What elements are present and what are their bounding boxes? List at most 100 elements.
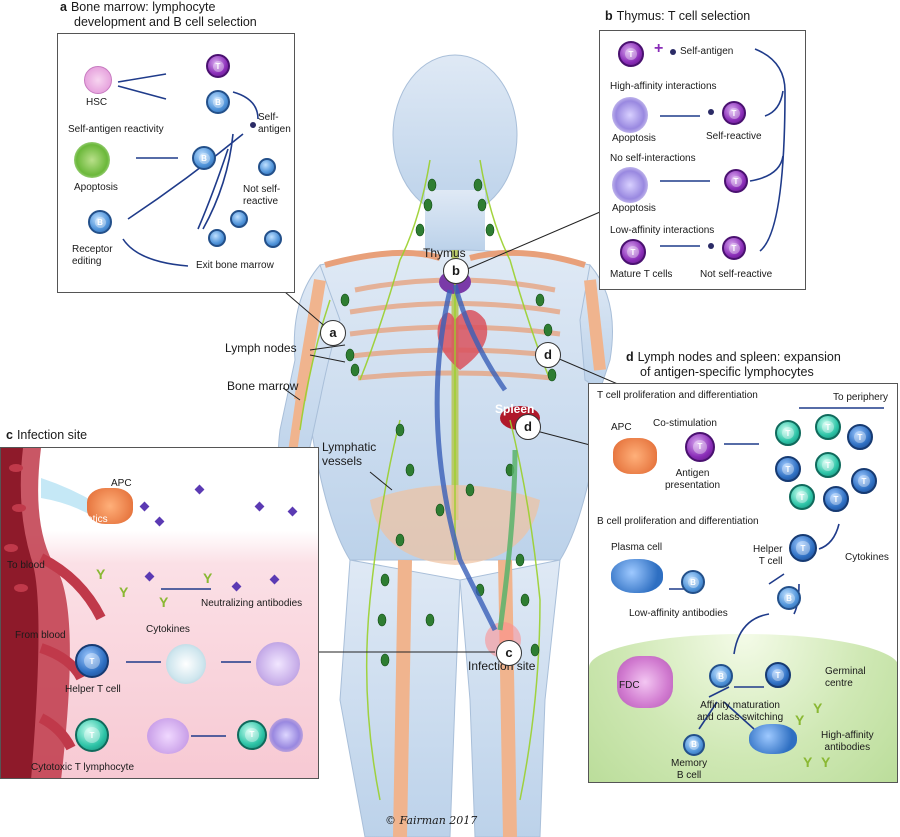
high-affinity-line1: High-affinity: [821, 730, 874, 741]
not-self-reactive-t-cell: T: [722, 236, 746, 260]
bound-antigen-2: [708, 243, 714, 249]
self-antigen-dot: [670, 49, 676, 55]
antigen-presentation-line1: Antigen: [675, 468, 710, 479]
spleen-label: Spleen: [495, 402, 535, 416]
t-cell-letter: T: [853, 430, 867, 444]
b-cell-letter: B: [689, 740, 699, 750]
low-affinity-label: Low-affinity interactions: [610, 225, 715, 236]
non-interacting-t-cell: T: [724, 169, 748, 193]
antibody-4: Y: [203, 570, 213, 586]
antibody-1: Y: [96, 566, 106, 582]
hsc-cell: [84, 66, 112, 94]
panel-a-title-line2: development and B cell selection: [74, 15, 257, 29]
panel-b-letter: b: [605, 9, 613, 23]
germinal-centre-line1: Germinal: [825, 666, 866, 677]
receptor-editing-label: Receptor editing: [72, 244, 113, 267]
t-cell-letter: T: [795, 490, 809, 504]
infection-site-label: Infection site: [468, 659, 536, 673]
germinal-b-cell: B: [709, 664, 733, 688]
panel-a-title-line1: Bone marrow: lymphocyte: [70, 0, 216, 14]
t-cell-letter: T: [212, 60, 224, 72]
marker-b[interactable]: b: [443, 258, 469, 284]
cytotoxic-t-lymphocyte-label: Cytotoxic T lymphocyte: [31, 762, 135, 773]
not-self-reactive-label: Not self-reactive: [243, 184, 281, 207]
helper-t-cell-label: Helper T cell: [65, 684, 121, 695]
self-antigen-label: Self-antigen: [258, 112, 291, 135]
signature: © Fairman 2017: [385, 814, 478, 827]
memory-line1: Memory: [671, 758, 708, 769]
t-clone-7: T: [851, 468, 877, 494]
plasma-cell: [611, 559, 663, 593]
b-prolif-label: B cell proliferation and differentiation: [597, 516, 759, 527]
bone-marrow-label: Bone marrow: [227, 379, 299, 393]
b-cell-letter: B: [94, 216, 106, 228]
high-affinity-label: High-affinity interactions: [610, 81, 717, 92]
apc-cell: [613, 438, 657, 474]
t-clone-8: T: [823, 486, 849, 512]
apoptosis-label: Apoptosis: [74, 182, 118, 193]
lymph-nodes-label: Lymph nodes: [225, 341, 297, 355]
t-cell-letter: T: [796, 541, 810, 555]
editing-b-cell: B: [88, 210, 112, 234]
lymphatic-vessels-line1: Lymphatic: [322, 440, 377, 454]
t-cell-letter: T: [781, 426, 795, 440]
apoptotic-b-cell: [74, 142, 110, 178]
b-cell: B: [206, 90, 230, 114]
antibody-3: Y: [159, 594, 169, 610]
self-antigen-label: Self-antigen: [680, 46, 734, 57]
b-cell-letter: B: [198, 152, 210, 164]
germinal-centre-line2: centre: [825, 678, 853, 689]
helper-t-cell: T: [789, 534, 817, 562]
apoptosis-label-1: Apoptosis: [612, 133, 656, 144]
plasma-cell-label: Plasma cell: [611, 542, 663, 553]
helper-t-label: Helper T cell: [753, 544, 782, 568]
marker-d-upper[interactable]: d: [535, 342, 561, 368]
t-cell-letter: T: [781, 462, 795, 476]
self-antigen-reactivity-label: Self-antigen reactivity: [68, 124, 164, 135]
self-antigen-dot: [250, 122, 256, 128]
to-blood-label: To blood: [7, 560, 45, 571]
t-cell-letter: T: [83, 726, 101, 744]
neutralizing-antibodies-label: Neutralizing antibodies: [201, 598, 303, 609]
thymocyte: T: [618, 41, 644, 67]
t-clone-2: T: [815, 414, 841, 440]
thymus-label: Thymus: [423, 246, 466, 260]
b-cell-letter: B: [715, 670, 727, 682]
mature-t-cell: T: [620, 239, 646, 265]
plus-sign: +: [654, 40, 664, 57]
affinity-line1: Affinity maturation: [700, 700, 780, 711]
affinity-maturation-label: Affinity maturation and class switching: [697, 700, 783, 724]
marker-c[interactable]: c: [496, 640, 522, 666]
antigen-presentation-label: Antigen presentation: [665, 468, 720, 492]
antibody-2: Y: [119, 584, 129, 600]
t-cell-letter: T: [771, 668, 785, 682]
cytokines-label: Cytokines: [845, 552, 889, 563]
co-stimulation-label: Co-stimulation: [653, 418, 717, 429]
high-affinity-plasma-cell: [749, 724, 797, 754]
panel-c: APC To lymphatics To blood Y Y Y Y Neutr…: [0, 447, 319, 779]
antibody-icon-2: Y: [813, 700, 823, 716]
cytotoxic-t-cell: T: [75, 718, 109, 752]
helper-t-line1: Helper: [753, 544, 783, 555]
panel-d-title-line1: Lymph nodes and spleen: expansion: [637, 350, 841, 364]
from-blood-label: From blood: [15, 630, 66, 641]
germinal-centre-label: Germinal centre: [825, 666, 866, 690]
phagocytosing-cell: [256, 642, 300, 686]
t-cell-letter: T: [626, 245, 640, 259]
t-cell-letter: T: [624, 47, 638, 61]
panel-b-arrows: [660, 48, 786, 252]
killing-t-cell: T: [237, 720, 267, 750]
germinal-t-cell: T: [765, 662, 791, 688]
panel-d-title-line2: of antigen-specific lymphocytes: [640, 365, 814, 379]
fdc-cell: [617, 656, 673, 708]
t-cell-letter: T: [821, 420, 835, 434]
marker-a[interactable]: a: [320, 320, 346, 346]
t-cell-letter: T: [83, 652, 101, 670]
marker-d-spleen[interactable]: d: [515, 414, 541, 440]
antigen-presentation-line2: presentation: [665, 480, 721, 491]
fdc-label: FDC: [619, 680, 640, 691]
apc-label: APC: [111, 478, 132, 489]
